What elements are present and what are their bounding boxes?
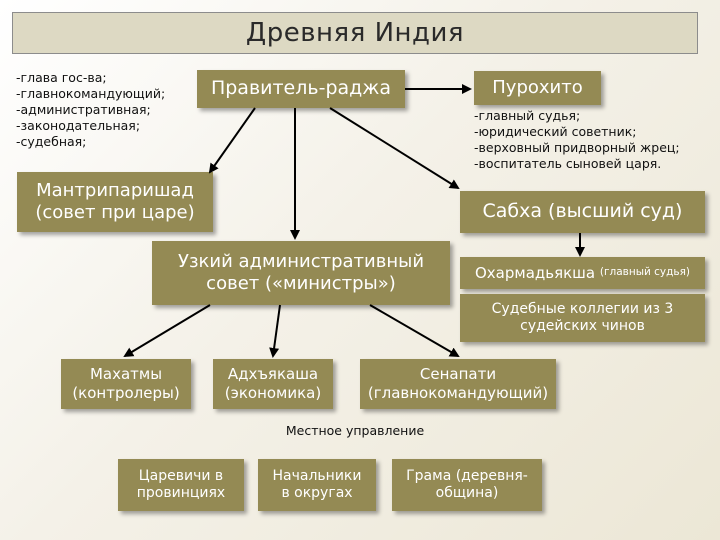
senapati-box: Сенапати (главнокомандующий) bbox=[360, 359, 556, 409]
chief-judge-note: (главный судья) bbox=[599, 266, 691, 279]
ruler-box: Правитель-раджа bbox=[197, 70, 405, 108]
arrow-council-to-senapati bbox=[369, 304, 460, 358]
princes-box: Царевичи в провинциях bbox=[118, 459, 244, 511]
ruler-duties-list: -глава гос-ва; -главнокомандующий; -адми… bbox=[16, 70, 166, 149]
mantriparishad-box: Мантрипаришад (совет при царе) bbox=[17, 172, 213, 232]
narrow-council-box: Узкий административный совет («министры»… bbox=[152, 241, 450, 305]
sabha-box: Сабха (высший суд) bbox=[460, 191, 705, 233]
judicial-colleges-box: Судебные коллегии из 3 судейских чинов bbox=[460, 294, 705, 342]
purohita-duties-list: -главный судья; -юридический советник; -… bbox=[474, 108, 680, 171]
arrow-ruler-to-mantriparishad bbox=[208, 107, 256, 174]
local-government-label: Местное управление bbox=[285, 423, 425, 438]
adhyakasha-box: Адхъякаша (экономика) bbox=[213, 359, 333, 409]
district-chiefs-box: Начальники в округах bbox=[258, 459, 376, 511]
arrow-council-to-adhyakasha bbox=[269, 304, 281, 358]
grama-box: Грама (деревня- община) bbox=[392, 459, 542, 511]
mahatmas-box: Махатмы (контролеры) bbox=[61, 359, 191, 409]
purohita-box: Пурохито bbox=[474, 71, 601, 105]
chief-judge-box: Охармадьякша (главный судья) bbox=[460, 257, 705, 289]
arrow-council-to-mahatmas bbox=[123, 304, 211, 358]
diagram-title: Древняя Индия bbox=[12, 12, 698, 54]
chief-judge-name: Охармадьякша bbox=[474, 263, 596, 282]
arrow-ruler-to-sabha bbox=[329, 107, 460, 190]
